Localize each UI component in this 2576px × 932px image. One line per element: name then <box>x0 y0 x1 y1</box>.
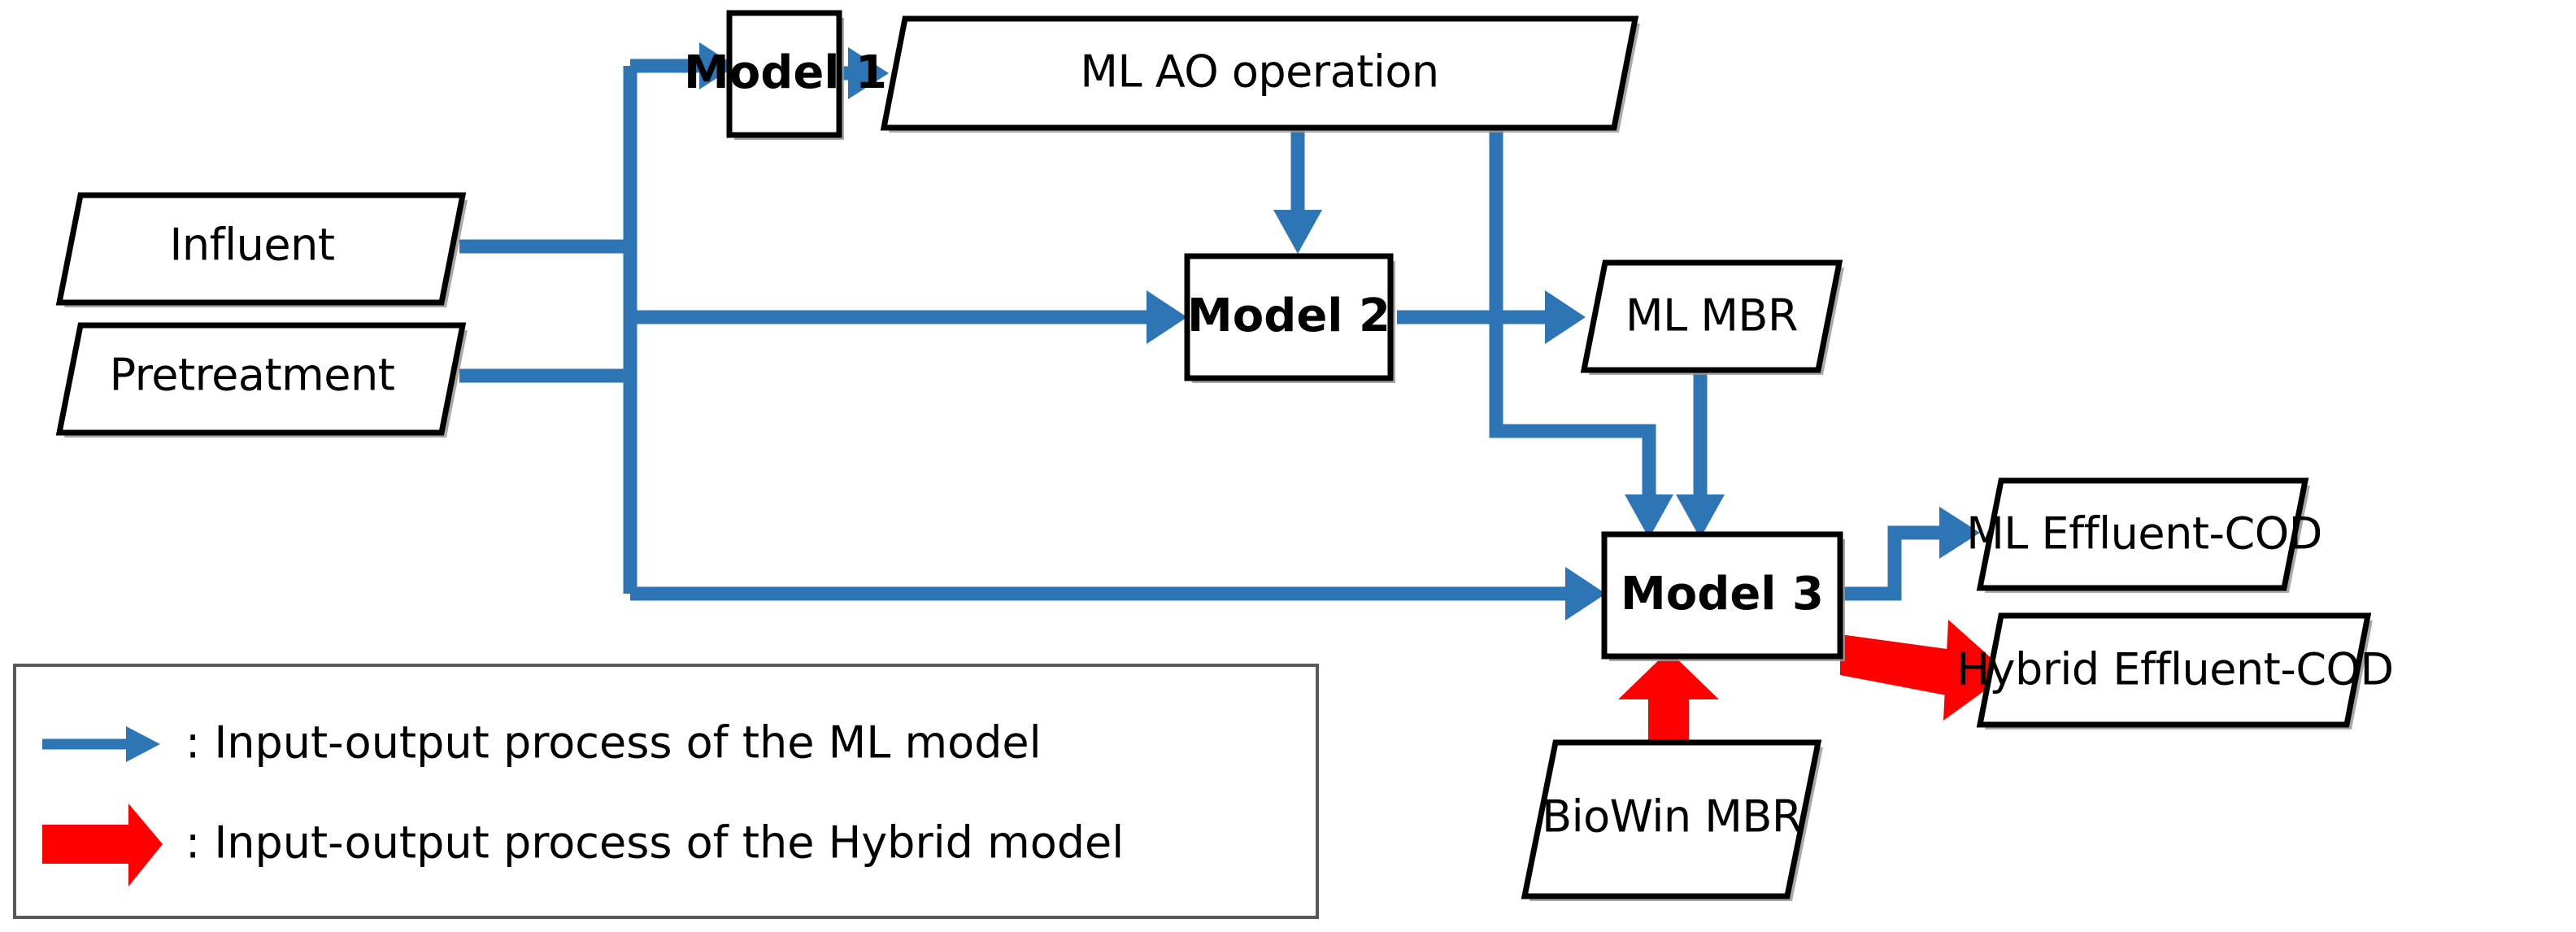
ml-flow-edges <box>459 42 1980 621</box>
node-model2[interactable]: Model 2 <box>1184 253 1395 383</box>
blue-arrow-icon <box>126 726 160 762</box>
mleffluent-label: ML Effluent-COD <box>1966 508 2322 560</box>
arrowhead-mlmbr-in <box>1545 290 1586 344</box>
arrowhead-model3-in-left <box>1565 567 1606 621</box>
legend-label-ml: : Input-output process of the ML model <box>185 717 1042 769</box>
hybrideffluent-shape <box>1976 612 2372 728</box>
biowin-label: BioWin MBR <box>1542 791 1802 843</box>
arrowhead-model1-in <box>699 42 736 89</box>
influent-shape <box>55 192 467 306</box>
node-hybrid-effluent-cod[interactable]: Hybrid Effluent-COD <box>1956 612 2394 729</box>
edge-model3-to-hybrideffluent-shaft <box>1840 634 1959 696</box>
arrowhead-model2-in-top <box>1273 210 1322 254</box>
mleffluent-shape <box>1976 477 2309 591</box>
mlao-label: ML AO operation <box>1080 46 1438 98</box>
arrowhead-mlao-in <box>848 47 889 99</box>
edge-model3-to-mleffluent <box>1840 525 1943 601</box>
mlmbr-shape <box>1580 259 1843 373</box>
legend-box <box>13 664 1319 919</box>
legend: : Input-output process of the ML model :… <box>13 664 1319 919</box>
arrowhead-model3-in-top-left <box>1625 494 1673 538</box>
node-model3[interactable]: Model 3 <box>1601 531 1845 661</box>
biowin-shape <box>1521 739 1822 899</box>
mlao-shape <box>880 15 1639 131</box>
arrowhead-model3-in-top-right <box>1676 494 1725 538</box>
node-pretreatment[interactable]: Pretreatment <box>55 322 468 438</box>
legend-item-hybrid: : Input-output process of the Hybrid mod… <box>42 804 1124 886</box>
edge-mlao-to-model3 <box>1489 128 1656 498</box>
node-ml-effluent-cod[interactable]: ML Effluent-COD <box>1966 477 2322 593</box>
red-arrow-icon <box>128 804 163 886</box>
pretreatment-shape <box>55 322 467 436</box>
arrowhead-hybrideffluent-in <box>1943 620 2008 721</box>
node-biowin-mbr[interactable]: BioWin MBR <box>1521 739 1823 901</box>
hybrideffluent-label: Hybrid Effluent-COD <box>1956 644 2393 695</box>
model3-box <box>1601 531 1843 660</box>
arrowhead-model3-in-bottom <box>1618 651 1719 699</box>
node-model1[interactable]: Model 1 <box>684 10 887 140</box>
legend-label-hybrid: : Input-output process of the Hybrid mod… <box>185 817 1124 869</box>
node-ml-mbr[interactable]: ML MBR <box>1580 259 1844 375</box>
arrowhead-model2-in <box>1147 290 1187 344</box>
red-arrow-icon-shaft <box>42 825 132 864</box>
legend-item-ml: : Input-output process of the ML model <box>42 717 1042 769</box>
model1-label: Model 1 <box>684 46 887 99</box>
model2-box <box>1184 253 1394 381</box>
model3-label: Model 3 <box>1621 568 1824 621</box>
mlmbr-label: ML MBR <box>1625 290 1798 342</box>
model1-box <box>726 10 842 138</box>
model2-label: Model 2 <box>1187 290 1390 342</box>
node-ml-ao-operation[interactable]: ML AO operation <box>880 15 1640 133</box>
influent-label: Influent <box>169 220 334 271</box>
arrowhead-mleffluent-in <box>1939 507 1980 559</box>
pretreatment-label: Pretreatment <box>110 350 395 401</box>
node-influent[interactable]: Influent <box>55 192 468 307</box>
